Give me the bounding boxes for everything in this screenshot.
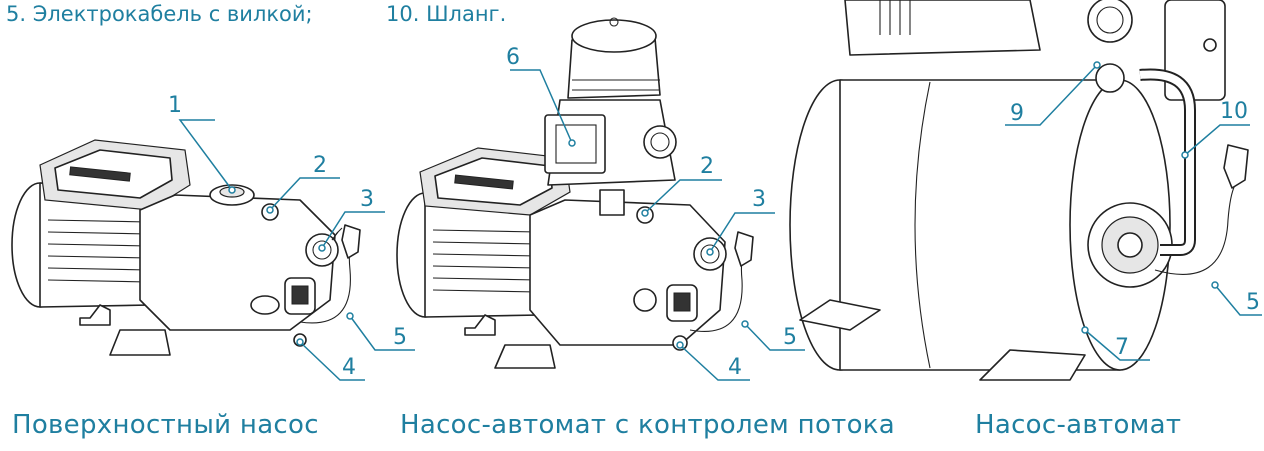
- callout-2: 2: [313, 153, 327, 178]
- callout-3: 3: [360, 187, 374, 212]
- legend-item-cable: 5. Электрокабель с вилкой;: [6, 2, 313, 26]
- surface-pump-callouts: 1 2 3 4 5: [168, 93, 415, 381]
- flow-control-pump-callouts: 6 2 3 4 5: [506, 45, 805, 381]
- callout-6: 6: [506, 45, 520, 70]
- flow-control-pump-illustration: [396, 17, 754, 369]
- callout-5b: 5: [783, 325, 797, 350]
- callout-5: 5: [393, 325, 407, 350]
- title-pump-station: Насос-автомат: [975, 410, 1182, 440]
- callout-4b: 4: [728, 355, 742, 380]
- pump-station-callouts: 9 10 5 7: [1005, 61, 1262, 361]
- legend-item-hose: 10. Шланг.: [386, 2, 507, 26]
- callout-3b: 3: [752, 187, 766, 212]
- callout-2b: 2: [700, 154, 714, 179]
- pump-station-illustration: [789, 0, 1249, 381]
- callout-5c: 5: [1246, 290, 1260, 315]
- callout-7: 7: [1115, 335, 1129, 360]
- surface-pump-illustration: [11, 139, 361, 356]
- callout-10: 10: [1220, 99, 1248, 124]
- callout-4: 4: [342, 355, 356, 380]
- title-flow-control-pump: Насос-автомат с контролем потока: [400, 410, 896, 440]
- callout-9: 9: [1010, 101, 1024, 126]
- callout-1: 1: [168, 93, 182, 118]
- title-surface-pump: Поверхностный насос: [12, 410, 319, 440]
